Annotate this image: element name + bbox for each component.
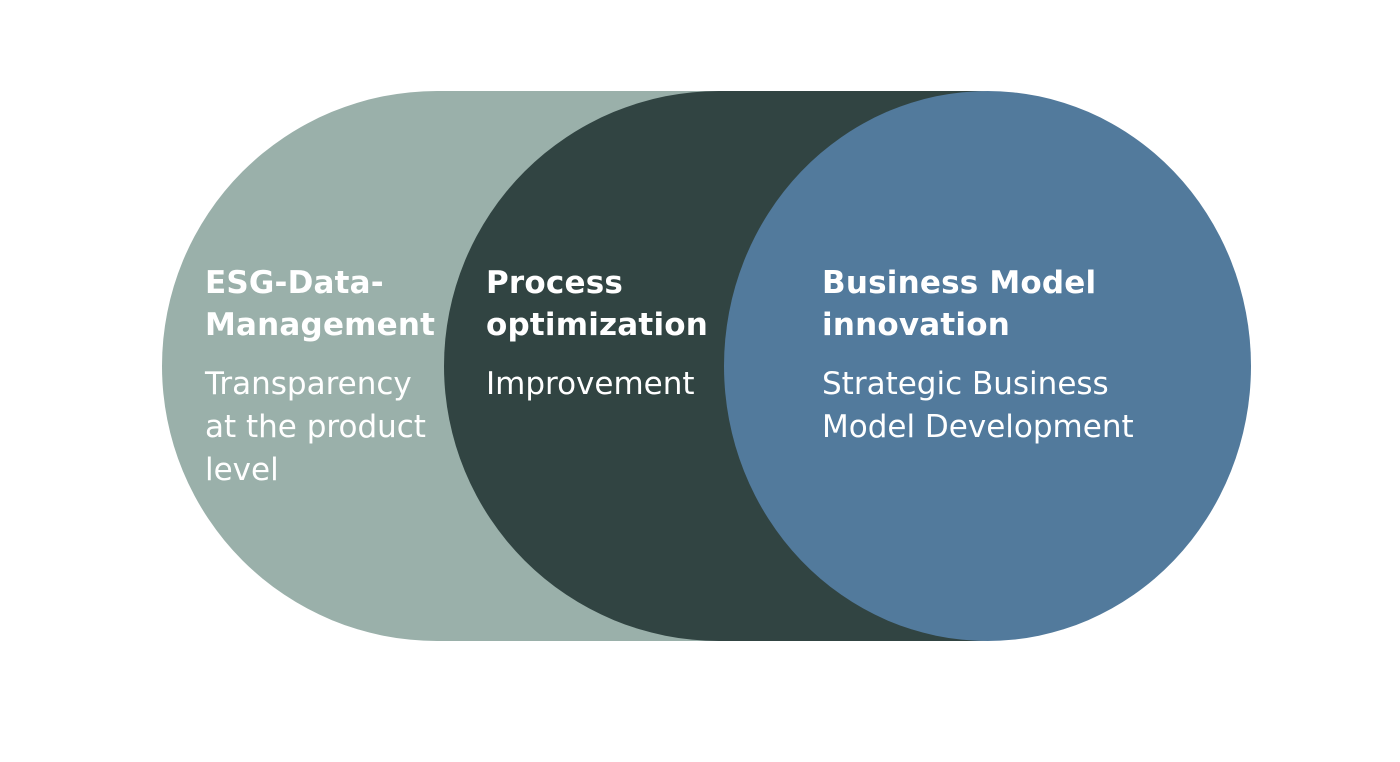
business-model-innovation-circle xyxy=(724,91,1251,641)
esg-data-management-description: Transparency at the product level xyxy=(205,366,426,488)
business-model-innovation-block: Business Model innovation Strategic Busi… xyxy=(822,262,1202,449)
business-model-innovation-title: Business Model innovation xyxy=(822,265,1097,343)
esg-data-management-title: ESG-Data- Management xyxy=(205,265,436,343)
esg-data-management-block: ESG-Data- Management Transparency at the… xyxy=(205,262,455,492)
business-model-innovation-description: Strategic Business Model Development xyxy=(822,366,1134,445)
process-optimization-title: Process optimization xyxy=(486,265,709,343)
process-optimization-block: Process optimization Improvement xyxy=(486,262,726,406)
process-optimization-description: Improvement xyxy=(486,366,695,402)
